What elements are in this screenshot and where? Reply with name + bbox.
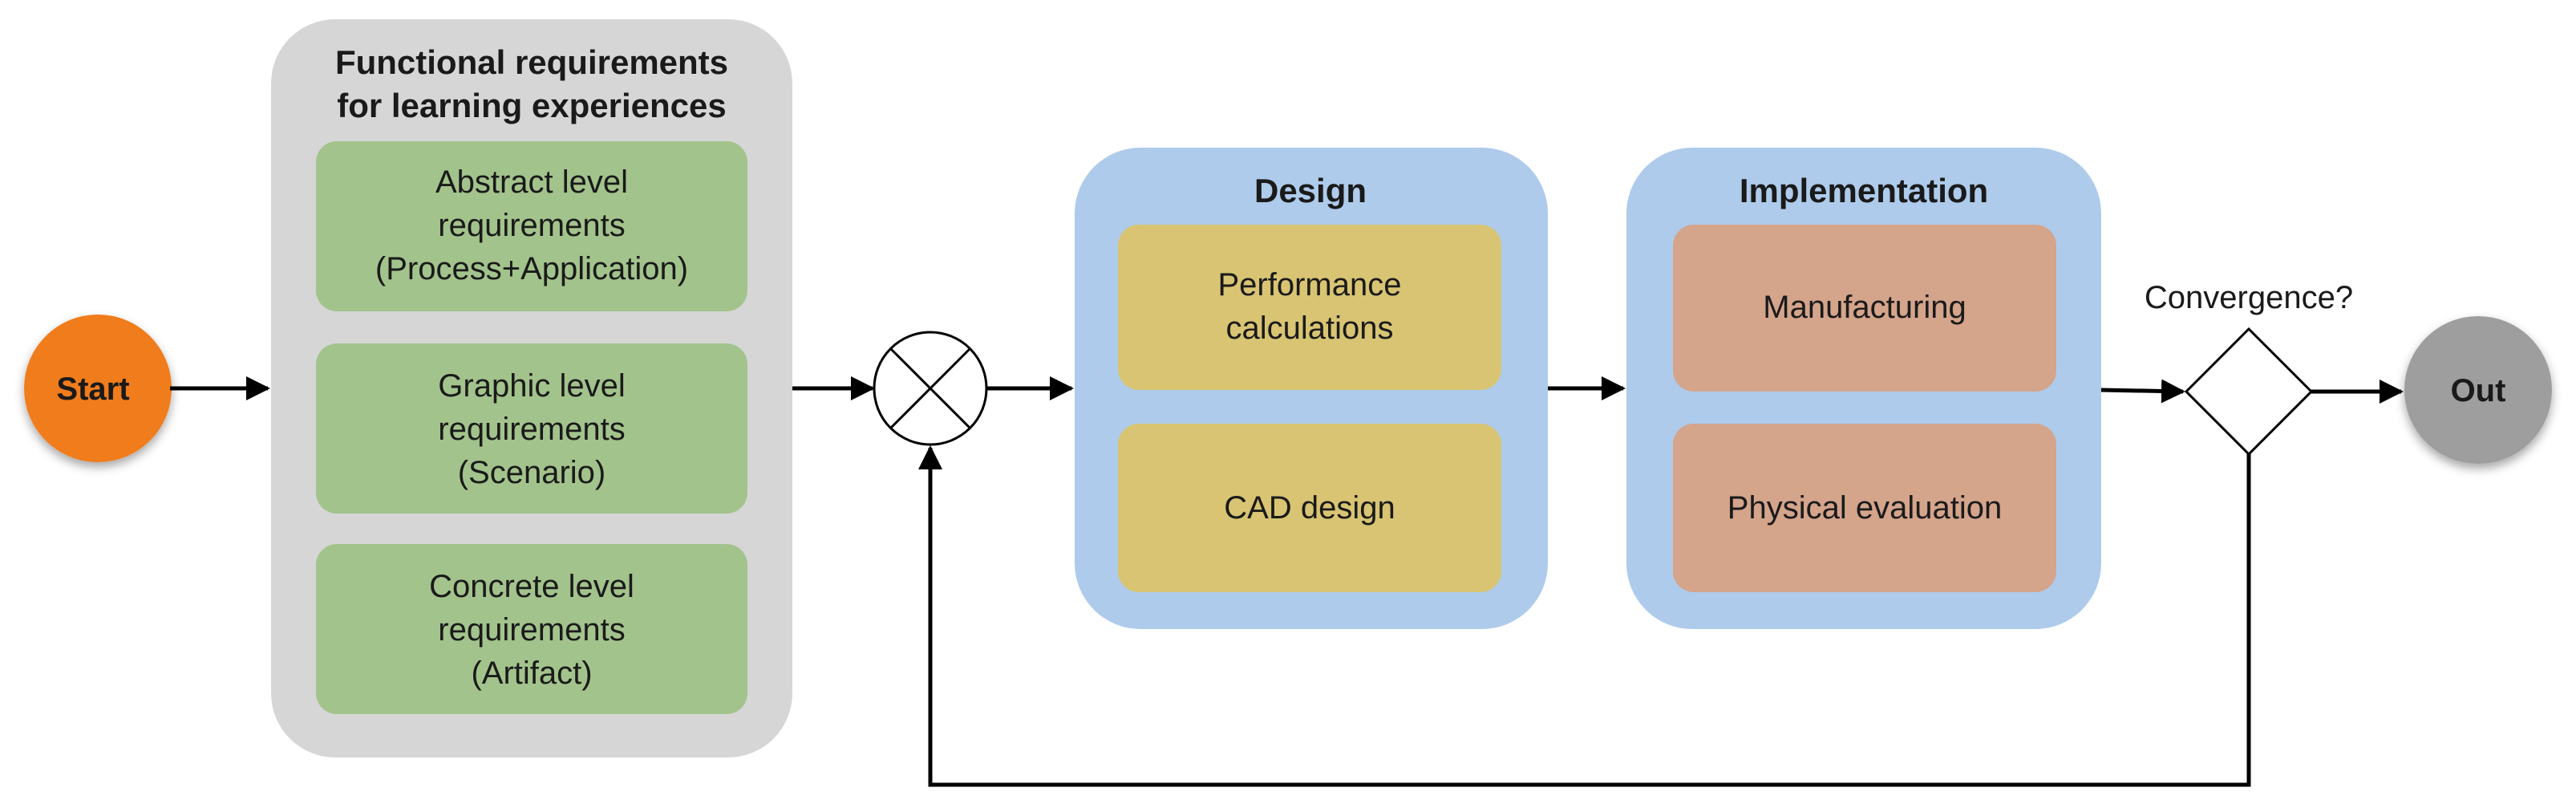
physical-evaluation-label: Physical evaluation (1727, 490, 2002, 526)
start-label: Start (56, 372, 129, 407)
cad-design-box (1118, 424, 1501, 592)
start-circle (24, 315, 172, 462)
concrete-requirements-line3: (Artifact) (471, 656, 592, 691)
concrete-requirements-box (316, 544, 747, 714)
manufacturing-box (1673, 225, 2056, 392)
abstract-requirements-line2: requirements (438, 208, 625, 243)
arrow-implementation-to-decision (2100, 379, 2185, 404)
diamond-icon (2184, 327, 2314, 457)
abstract-requirements-box (316, 141, 747, 311)
start-node: Start (24, 315, 172, 462)
abstract-requirements-line1: Abstract level (435, 164, 628, 200)
performance-calculations-line2: calculations (1225, 311, 1393, 346)
performance-calculations-line1: Performance (1218, 267, 1402, 303)
implementation-title: Implementation (1740, 172, 1988, 209)
manufacturing-label: Manufacturing (1763, 290, 1966, 325)
abstract-requirements-line3: (Process+Application) (375, 251, 688, 286)
concrete-requirements-line1: Concrete level (429, 569, 634, 604)
design-panel: Design Performance calculations CAD desi… (1075, 148, 1548, 629)
out-node: Out (2404, 316, 2552, 464)
convergence-label: Convergence? (2145, 280, 2353, 315)
performance-calculations-box (1118, 225, 1501, 390)
graphic-requirements-line3: (Scenario) (458, 455, 606, 490)
feedback-loop-arrow (918, 445, 2251, 787)
requirements-panel: Functional requirements for learning exp… (271, 19, 792, 757)
design-title: Design (1254, 172, 1367, 209)
requirements-title-line2: for learning experiences (337, 87, 727, 124)
graphic-requirements-line2: requirements (438, 412, 625, 447)
circle-x-icon (873, 331, 988, 446)
concrete-requirements-line2: requirements (438, 612, 625, 648)
out-label: Out (2451, 373, 2506, 408)
cad-design-label: CAD design (1224, 490, 1395, 526)
out-circle (2404, 316, 2552, 464)
requirements-title-line1: Functional requirements (335, 43, 728, 81)
physical-evaluation-box (1673, 424, 2056, 592)
graphic-requirements-box (316, 343, 747, 514)
connectors (170, 376, 2404, 787)
graphic-requirements-line1: Graphic level (438, 368, 625, 404)
implementation-panel: Implementation Manufacturing Physical ev… (1626, 148, 2101, 629)
